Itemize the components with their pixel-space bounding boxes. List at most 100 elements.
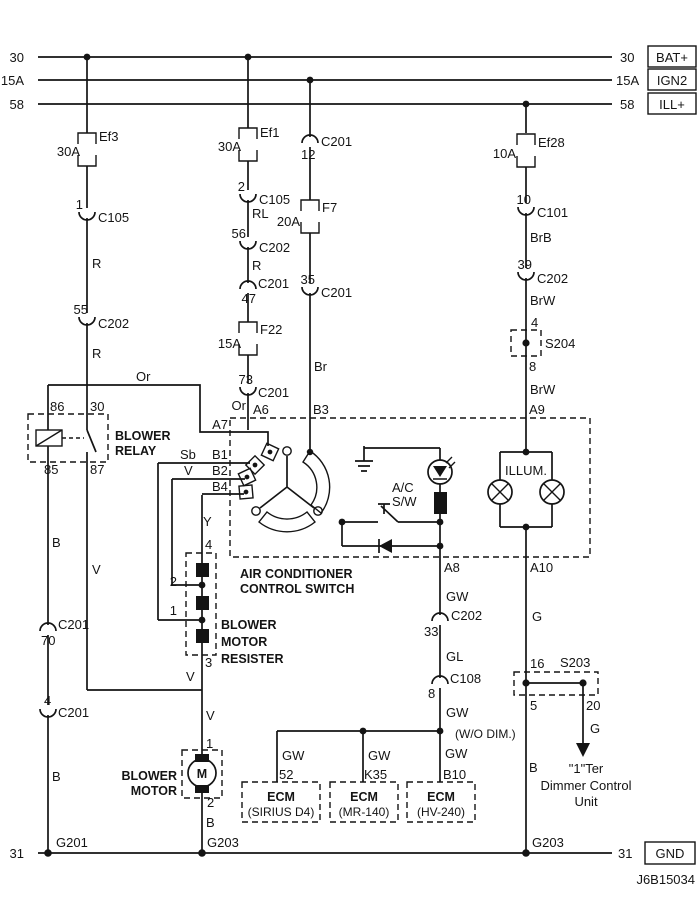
wire-label-b-left: B	[52, 769, 61, 784]
dimmer-control-unit: "1"Ter Dimmer Control Unit	[540, 743, 632, 809]
relay-contact-blade	[86, 429, 97, 453]
ecm1-sub: (SIRIUS D4)	[248, 805, 315, 819]
connector-name: C108	[450, 671, 481, 686]
ground-g201-label: G201	[56, 835, 88, 850]
pin-a9: A9	[529, 402, 545, 417]
ecm1-name: ECM	[267, 790, 295, 804]
ecm3-sub: (HV-240)	[417, 805, 465, 819]
ign2-tag: IGN2	[657, 73, 687, 88]
relay-name-line1: BLOWER	[115, 429, 171, 443]
connector-c202-55: 55 C202	[74, 302, 130, 331]
connector-pin: 73	[239, 372, 253, 387]
connector-c105-2: 2 C105	[238, 179, 290, 207]
relay-pin-87: 87	[90, 462, 104, 477]
fuse-f7-name: F7	[322, 200, 337, 215]
connector-name: C201	[321, 285, 352, 300]
connector-c201-12: C201 12	[301, 134, 352, 162]
s203-pin-5: 5	[530, 698, 537, 713]
connector-name: C202	[259, 240, 290, 255]
connector-pin: 47	[242, 291, 256, 306]
wire-label-v-b2: V	[184, 463, 193, 478]
s203-name: S203	[560, 655, 590, 670]
fuse-f22-name: F22	[260, 322, 282, 337]
fuse-ef1-rating: 30A	[218, 139, 241, 154]
blower-motor: M 1 2 BLOWER MOTOR	[121, 736, 223, 810]
pin-b4: B4	[212, 479, 228, 494]
fuse-ef28-rating: 10A	[493, 146, 516, 161]
wire-label-br: Br	[314, 359, 328, 374]
motor-name-line2: MOTOR	[131, 784, 177, 798]
connector-c105-1: 1 C105	[76, 197, 129, 225]
relay-pin-86: 86	[50, 399, 64, 414]
dimmer-line3: Unit	[574, 794, 598, 809]
connector-pin: 1	[76, 197, 83, 212]
connector-name: C201	[258, 276, 289, 291]
diagram-code: J6B15034	[636, 872, 695, 887]
wire-label-rl: RL	[252, 206, 269, 221]
ac-sw-label1: A/C	[392, 480, 414, 495]
splice-s203: 16 S203 5 20	[513, 655, 600, 713]
wire-label-r3: R	[252, 258, 261, 273]
wire-label-b-right: B	[529, 760, 538, 775]
connector-c201-73: 73 C201	[239, 372, 290, 400]
ecm3-pin: B10	[443, 767, 466, 782]
wire-label-brw2: BrW	[530, 382, 556, 397]
connector-pin: 2	[238, 179, 245, 194]
wire-label-g2: G	[590, 721, 600, 736]
ground-symbol	[355, 446, 440, 472]
resistor-pin-3: 3	[205, 655, 212, 670]
wire-label-gw4: GW	[368, 748, 391, 763]
connector-c202-56: 56 C202	[232, 226, 291, 255]
connector-pin: 55	[74, 302, 88, 317]
rail-31-left-label: 31	[10, 846, 24, 861]
power-rails: 30 15A 58 31 30 15A 58 31 BAT+ IGN2 ILL+…	[1, 45, 697, 887]
relay-name-line2: RELAY	[115, 444, 157, 458]
rail-31-right-label: 31	[618, 846, 632, 861]
illum-label: ILLUM.	[505, 463, 547, 478]
wire-label-brw1: BrW	[530, 293, 556, 308]
connector-name: C201	[321, 134, 352, 149]
ac-switch: A/C S/W	[342, 480, 440, 523]
resistor-pin-4: 4	[205, 537, 212, 552]
fuse-ef1-name: Ef1	[260, 125, 280, 140]
resistor-name-line2: MOTOR	[221, 635, 267, 649]
pin-b2: B2	[212, 463, 228, 478]
rail-30-right-label: 30	[620, 50, 634, 65]
pin-a6: A6	[253, 402, 269, 417]
pin-b1: B1	[212, 447, 228, 462]
connector-pin: 8	[428, 686, 435, 701]
wire-label-b-motor: B	[206, 815, 215, 830]
motor-pin-2: 2	[207, 795, 214, 810]
ecm2-pin: K35	[364, 767, 387, 782]
ecm2-sub: (MR-140)	[339, 805, 390, 819]
wire-label-gw5: GW	[445, 746, 468, 761]
rail-15a-right-label: 15A	[616, 73, 639, 88]
wire-label-gw1: GW	[446, 589, 469, 604]
wire-label-b-relay: B	[52, 535, 61, 550]
wire-label-gl: GL	[446, 649, 463, 664]
connector-c201-35: 35 C201	[301, 272, 353, 300]
fuse-f7-rating: 20A	[277, 214, 300, 229]
wire-label-r1: R	[92, 256, 101, 271]
connector-name: C201	[58, 705, 89, 720]
connector-pin: 35	[301, 272, 315, 287]
ecm-boxes: ECM (SIRIUS D4) ECM (MR-140) ECM (HV-240…	[241, 727, 476, 823]
s204-name: S204	[545, 336, 575, 351]
connector-c202-33: C202 33	[424, 608, 482, 639]
wire-label-v-motor: V	[206, 708, 215, 723]
fuse-ef3-name: Ef3	[99, 129, 119, 144]
gnd-tag: GND	[656, 846, 685, 861]
fuse-f22-rating: 15A	[218, 336, 241, 351]
motor-name-line1: BLOWER	[121, 769, 177, 783]
fuse-f7: F7 20A	[277, 199, 337, 234]
blower-motor-resistor: 4 2 1 3 BLOWER MOTOR RESISTER	[170, 537, 284, 670]
dimmer-line2: Dimmer Control	[540, 778, 631, 793]
connector-name: C105	[259, 192, 290, 207]
connector-pin: 10	[517, 192, 531, 207]
fuse-ef1: Ef1 30A	[218, 125, 280, 162]
connector-c202-39: 39 C202	[517, 257, 568, 286]
wire-label-wo-dim: (W/O DIM.)	[455, 727, 516, 741]
connector-name: C202	[537, 271, 568, 286]
